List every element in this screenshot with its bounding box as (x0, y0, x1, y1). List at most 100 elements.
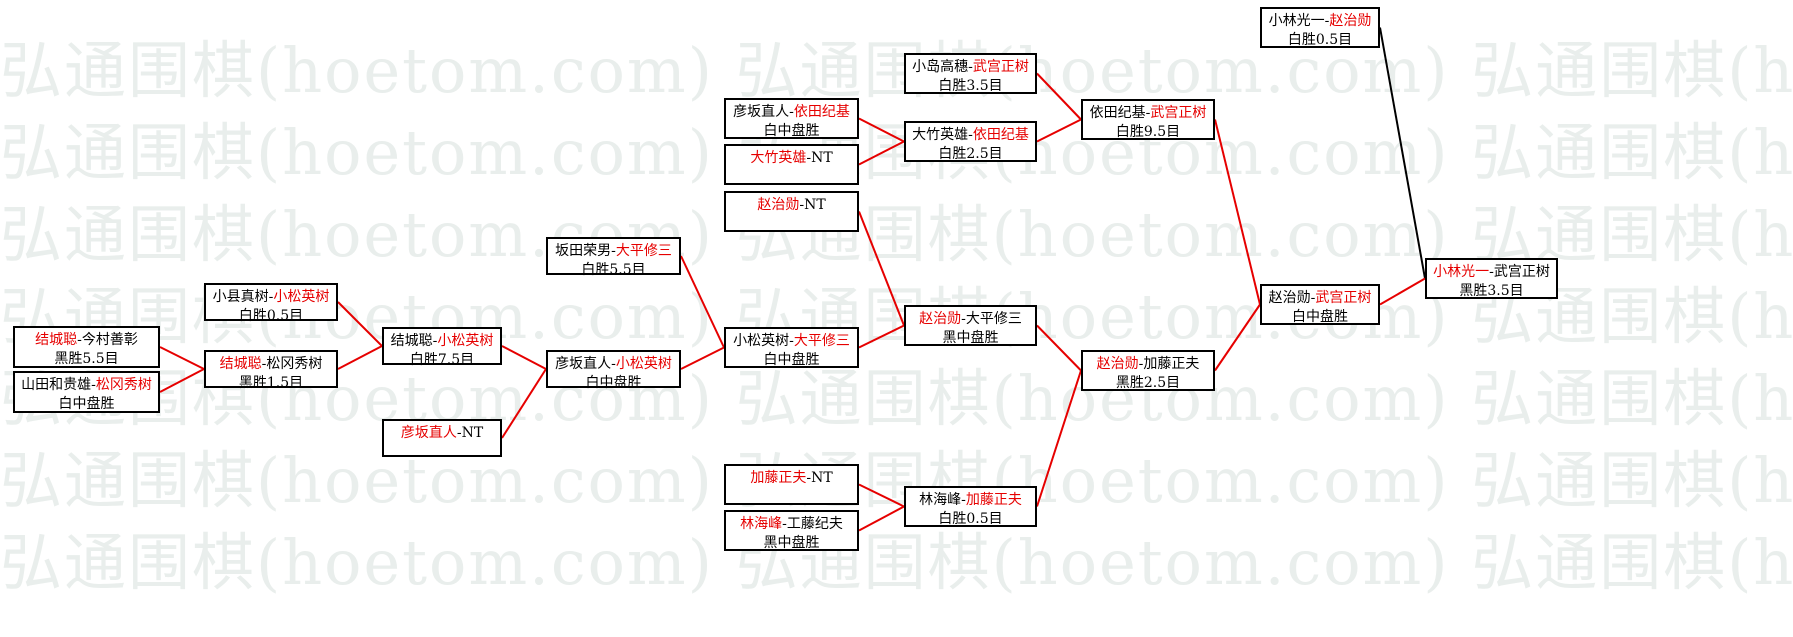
player-separator: - (432, 333, 438, 349)
player-one: 彦坂直人 (555, 356, 612, 372)
match-result: 黑胜5.5目 (54, 351, 119, 367)
player-separator: - (789, 333, 794, 349)
player-one: 赵治勋 (1096, 356, 1139, 372)
player-one: 林海峰 (919, 492, 962, 508)
bracket-connector (858, 117, 905, 143)
bracket-connector (159, 346, 205, 370)
player-separator: - (968, 59, 973, 75)
player-one: 小林光一 (1268, 13, 1325, 29)
match-result: 白胜0.5目 (938, 511, 1003, 527)
match-players: 小松英树-大平修三 (726, 332, 857, 351)
match-box: 依田纪基-武宫正树白胜9.5目 (1081, 99, 1215, 140)
match-players: 加藤正夫-NT (726, 469, 857, 488)
match-box: 加藤正夫-NT (724, 464, 859, 505)
match-box: 山田和贵雄-松冈秀树白中盘胜 (13, 371, 160, 413)
match-box: 坂田荣男-大平修三白胜5.5目 (546, 237, 681, 278)
bracket-connector (337, 345, 383, 370)
player-one: 彦坂直人 (733, 104, 790, 120)
player-separator: - (91, 377, 96, 393)
player-two: 今村善彰 (81, 332, 138, 348)
player-one: 结城聪 (35, 332, 78, 348)
match-players: 彦坂直人-小松英树 (548, 355, 679, 374)
match-box: 彦坂直人-小松英树白中盘胜 (546, 350, 681, 391)
player-two: 依田纪基 (793, 104, 850, 120)
player-separator: - (806, 150, 812, 166)
watermark-row: 弘通围棋(hoetom.com) 弘通围棋(hoetom.com) 弘通围棋(h… (0, 34, 1793, 107)
match-box: 结城聪-小松英树白胜7.5目 (382, 327, 502, 368)
match-players: 山田和贵雄-松冈秀树 (15, 376, 158, 395)
player-two: NT (461, 425, 484, 441)
match-box: 结城聪-松冈秀树黑胜1.5目 (204, 350, 338, 391)
bracket-connector (858, 324, 905, 349)
match-result: 黑胜1.5目 (238, 375, 304, 391)
bracket-connector (501, 345, 547, 370)
player-two: 武宫正树 (972, 59, 1029, 75)
player-separator: - (261, 356, 267, 372)
bracket-connector (1379, 277, 1426, 306)
match-box: 林海峰-工藤纪夫黑中盘胜 (724, 510, 859, 551)
player-two: NT (811, 150, 833, 166)
match-box: 大竹英雄-依田纪基白胜2.5目 (904, 121, 1037, 162)
player-one: 山田和贵雄 (21, 377, 92, 393)
match-result: 白中盘胜 (58, 396, 115, 412)
player-separator: - (968, 127, 973, 143)
match-result: 白中盘胜 (585, 375, 642, 391)
player-two: 工藤纪夫 (786, 516, 843, 532)
player-two: 大平修三 (615, 243, 672, 259)
player-two: NT (804, 197, 826, 213)
match-players: 大竹英雄-NT (726, 149, 857, 168)
player-two: 松冈秀树 (266, 356, 323, 372)
match-result: 白中盘胜 (763, 123, 820, 139)
player-two: NT (811, 470, 833, 486)
player-two: 赵治勋 (1329, 13, 1372, 29)
player-one: 小县真树 (212, 289, 269, 305)
match-result: 白中盘胜 (763, 352, 820, 368)
bracket-connector (1036, 72, 1082, 121)
match-box: 彦坂直人-依田纪基白中盘胜 (724, 98, 859, 139)
match-box: 彦坂直人-NT (382, 419, 502, 457)
player-separator: - (961, 492, 966, 508)
bracket-connector (1214, 303, 1261, 372)
player-two: 加藤正夫 (1143, 356, 1200, 372)
match-result: 黑胜3.5目 (1459, 283, 1524, 299)
player-separator: - (1324, 13, 1330, 29)
player-two: 武宫正树 (1493, 264, 1550, 280)
player-one: 小林光一 (1433, 264, 1490, 280)
match-players: 依田纪基-武宫正树 (1083, 104, 1213, 123)
player-separator: - (806, 470, 812, 486)
match-result: 白胜5.5目 (581, 262, 646, 278)
player-two: 武宫正树 (1315, 290, 1372, 306)
bracket-connector (680, 255, 725, 348)
match-result: 白胜9.5目 (1115, 124, 1181, 140)
match-box: 小岛高穗-武宫正树白胜3.5目 (904, 53, 1037, 94)
player-two: 松冈秀树 (95, 377, 152, 393)
match-box: 结城聪-今村善彰黑胜5.5目 (13, 326, 160, 368)
player-one: 林海峰 (740, 516, 783, 532)
player-separator: - (611, 356, 616, 372)
match-box: 大竹英雄-NT (724, 144, 859, 185)
match-box: 赵治勋-武宫正树白中盘胜 (1260, 284, 1380, 325)
player-two: 大平修三 (793, 333, 850, 349)
bracket-connector (1036, 370, 1082, 507)
match-box: 林海峰-加藤正夫白胜0.5目 (904, 486, 1037, 527)
player-separator: - (789, 104, 794, 120)
player-two: 小松英树 (437, 333, 494, 349)
match-players: 小岛高穗-武宫正树 (906, 58, 1035, 77)
match-result: 白胜3.5目 (938, 78, 1003, 94)
player-one: 坂田荣男 (555, 243, 612, 259)
match-players: 林海峰-加藤正夫 (906, 491, 1035, 510)
match-players: 赵治勋-NT (726, 196, 857, 215)
player-separator: - (961, 311, 966, 327)
player-separator: - (611, 243, 616, 259)
player-one: 小松英树 (733, 333, 790, 349)
player-separator: - (799, 197, 805, 213)
bracket-connector (159, 368, 205, 393)
player-one: 赵治勋 (1268, 290, 1311, 306)
player-one: 结城聪 (390, 333, 433, 349)
watermark-row: 弘通围棋(hoetom.com) 弘通围棋(hoetom.com) 弘通围棋(h… (0, 526, 1793, 599)
bracket-connector (858, 483, 905, 508)
player-two: 大平修三 (965, 311, 1022, 327)
match-result: 白胜2.5目 (938, 146, 1003, 162)
bracket-connector (858, 211, 905, 326)
